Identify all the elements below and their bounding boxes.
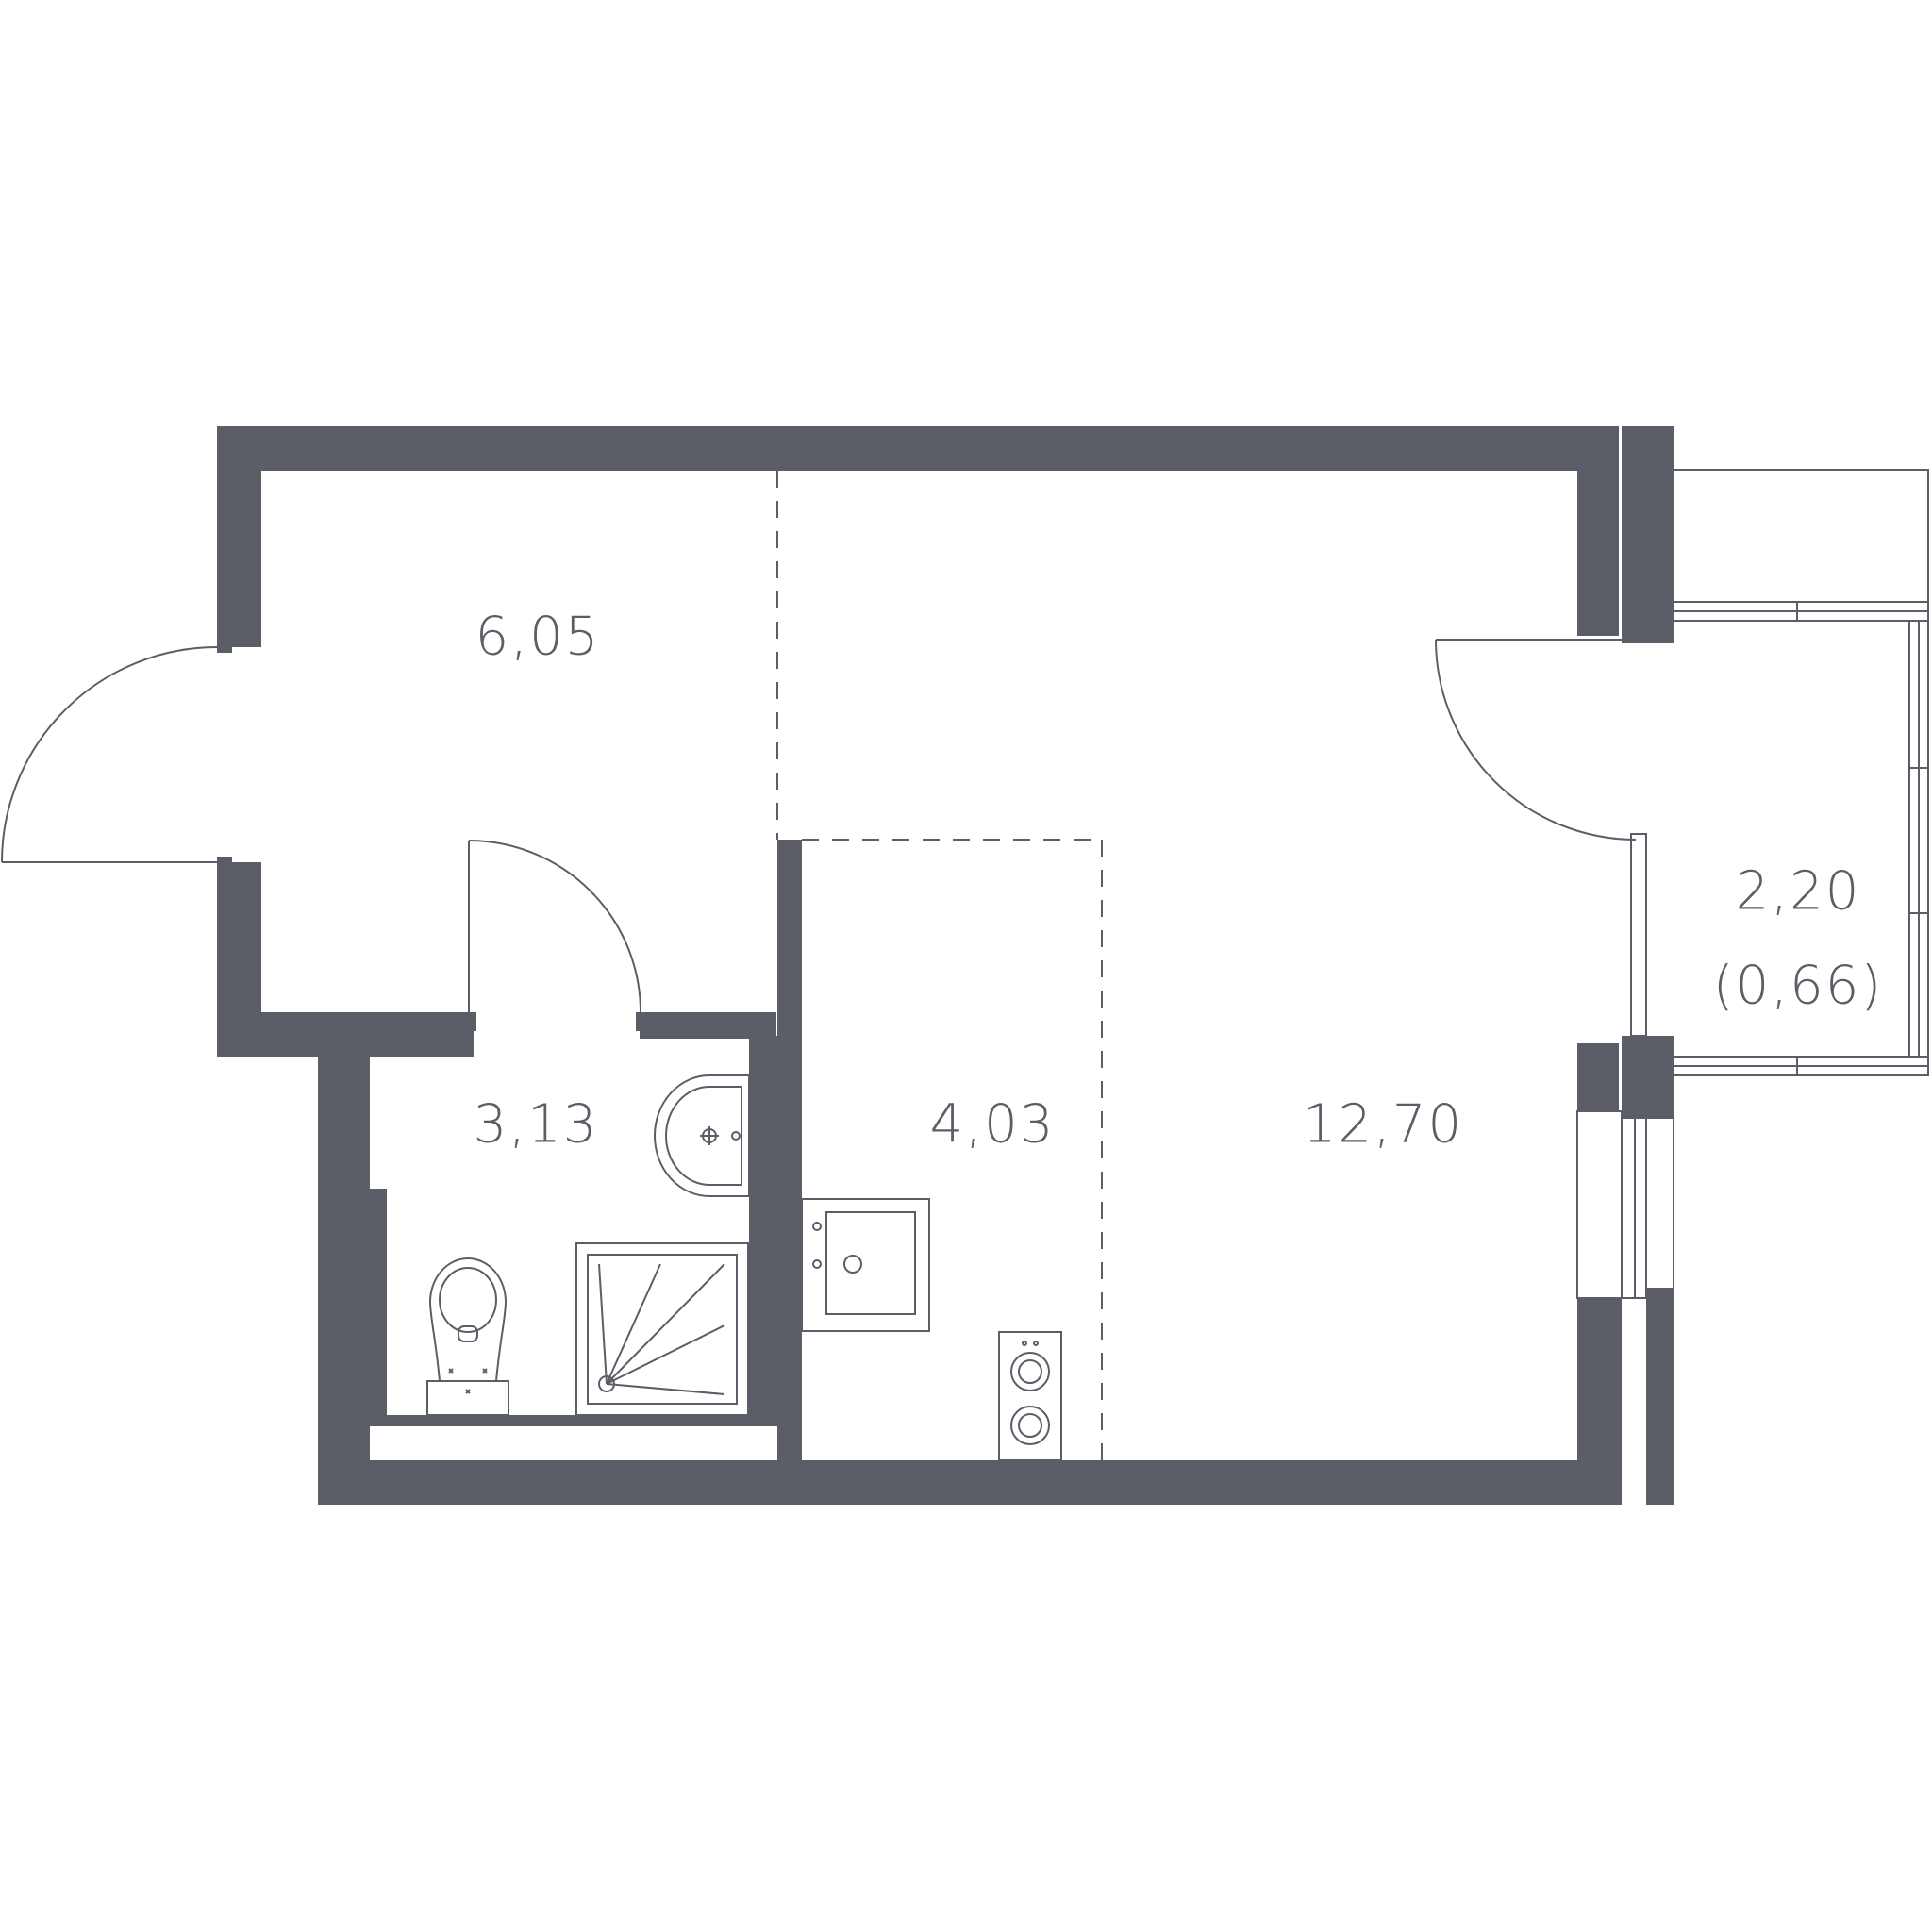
room-area-balcony-reduced: (0,66) bbox=[1713, 955, 1883, 1016]
wall-right-lower-outer bbox=[1646, 1288, 1674, 1505]
room-area-balcony: 2,20 bbox=[1736, 860, 1861, 922]
wall-right-middle-outer bbox=[1622, 1036, 1674, 1119]
sink-icon bbox=[654, 1074, 750, 1197]
wall-bath-left bbox=[318, 1057, 370, 1505]
wall-right-upper-outer bbox=[1622, 426, 1674, 643]
wall-left-upper bbox=[217, 426, 261, 647]
wall-right-upper bbox=[1577, 426, 1622, 636]
toilet-icon bbox=[426, 1257, 509, 1416]
stove-icon bbox=[998, 1331, 1062, 1461]
kitchen-sink-icon bbox=[801, 1198, 930, 1332]
wall-right-lower bbox=[1577, 1298, 1622, 1505]
wall-bath-bottom bbox=[370, 1415, 777, 1426]
wall-hall-bath-right bbox=[640, 1012, 776, 1039]
wall-bottom bbox=[318, 1460, 1620, 1505]
wall-hall-bath-left bbox=[261, 1012, 474, 1057]
wall-kitchen-left bbox=[777, 840, 802, 1460]
room-area-living-room: 12,70 bbox=[1303, 1093, 1463, 1155]
wall-left-lower bbox=[217, 862, 261, 1057]
wall-top bbox=[217, 426, 1621, 471]
room-area-hallway: 6,05 bbox=[475, 606, 601, 667]
wall-bath-kitchen bbox=[749, 1036, 777, 1423]
shower-tray-icon bbox=[575, 1242, 749, 1416]
bathroom-door-icon bbox=[467, 840, 645, 1031]
room-area-bathroom: 3,13 bbox=[474, 1093, 599, 1155]
wall-right-middle bbox=[1577, 1043, 1622, 1111]
room-area-kitchen: 4,03 bbox=[930, 1093, 1056, 1155]
zone-dividers bbox=[776, 471, 1103, 1460]
entrance-door-icon bbox=[1, 643, 232, 866]
window-icon bbox=[1576, 1110, 1674, 1299]
balcony-door-icon bbox=[1435, 639, 1647, 1037]
balcony bbox=[1673, 469, 1929, 1076]
wall-gaps bbox=[1619, 426, 1622, 1121]
walls bbox=[217, 426, 1674, 1505]
wall-bath-left-inner bbox=[370, 1189, 387, 1415]
